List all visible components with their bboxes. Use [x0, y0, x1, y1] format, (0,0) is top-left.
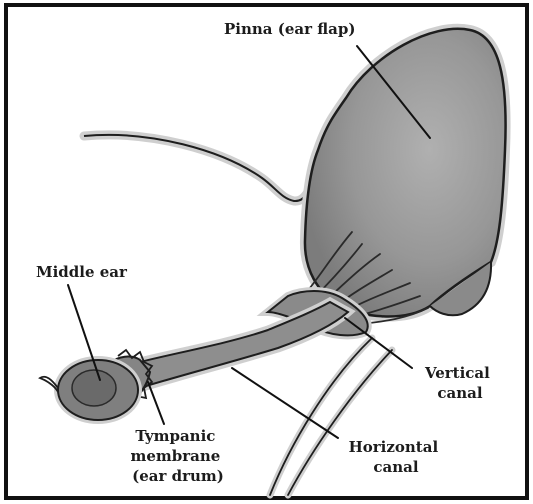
- tympanic-membrane-label-line3: (ear drum): [132, 467, 224, 485]
- tympanic-membrane-label: Tympanic membrane (ear drum): [130, 427, 225, 485]
- vertical-canal-label-line1: Vertical: [424, 364, 490, 382]
- horizontal-canal-label-line1: Horizontal: [349, 438, 439, 456]
- horizontal-canal-label-line2: canal: [373, 458, 418, 476]
- pinna-label: Pinna (ear flap): [224, 20, 355, 38]
- middle-ear-label: Middle ear: [36, 263, 128, 281]
- middle-ear-cavity: [72, 370, 116, 406]
- tympanic-membrane-label-line1: Tympanic: [135, 427, 215, 445]
- vertical-canal-label-line2: canal: [437, 384, 482, 402]
- tympanic-membrane-label-line2: membrane: [130, 447, 220, 465]
